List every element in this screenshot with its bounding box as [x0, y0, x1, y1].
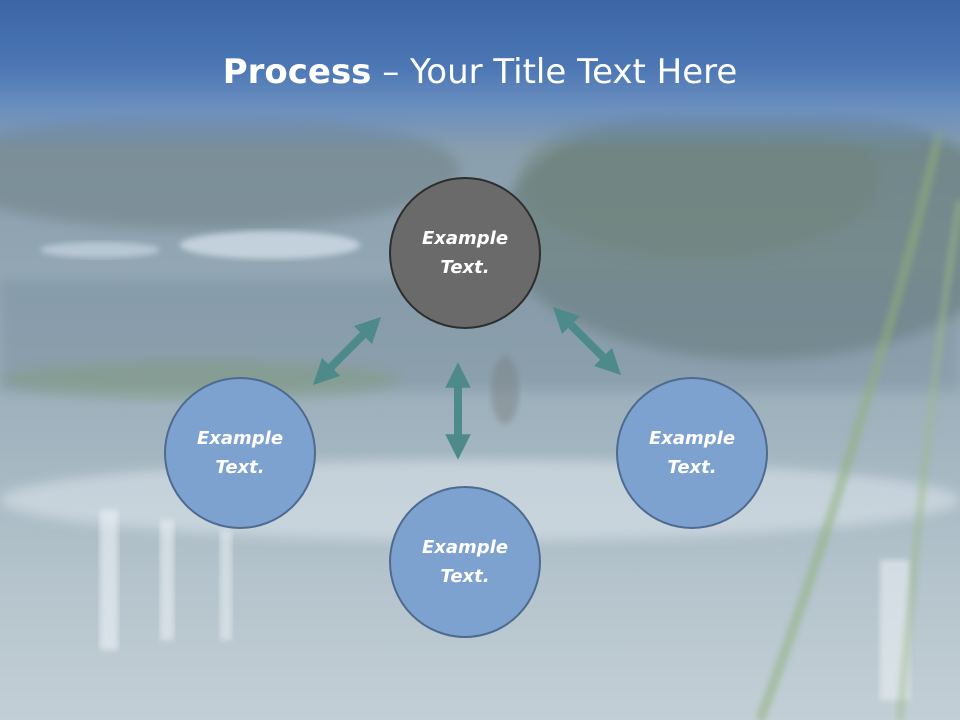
title-banner: [0, 0, 960, 150]
node-top: Example Text.: [389, 177, 541, 329]
node-left: Example Text.: [164, 377, 316, 529]
slide-title: Process – Your Title Text Here: [0, 52, 960, 92]
node-right: Example Text.: [616, 377, 768, 529]
title-bold: Process: [222, 52, 372, 92]
node-bottom-text: Example Text.: [421, 537, 509, 587]
arrow-top-left: [312, 316, 382, 386]
node-left-text: Example Text.: [196, 428, 284, 478]
arrow-top-right: [552, 306, 622, 376]
title-rest: – Your Title Text Here: [371, 52, 738, 92]
node-bottom: Example Text.: [389, 486, 541, 638]
node-top-text: Example Text.: [421, 228, 509, 278]
node-right-text: Example Text.: [648, 428, 736, 478]
